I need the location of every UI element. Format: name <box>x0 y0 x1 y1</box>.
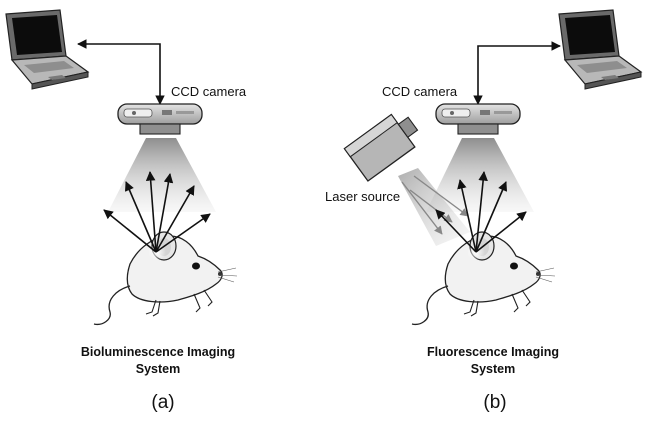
computer-camera-link-b <box>473 41 561 105</box>
panel-a <box>5 9 238 326</box>
ccd-camera-icon <box>435 103 521 135</box>
panel-a-sublabel: (a) <box>151 392 175 413</box>
laser-source-icon <box>343 113 419 182</box>
panel-b-sublabel: (b) <box>483 392 507 413</box>
ccd-camera-label: CCD camera <box>382 84 458 99</box>
laser-source-label: Laser source <box>325 189 401 204</box>
ccd-camera-label: CCD camera <box>171 84 247 99</box>
panel-b <box>343 9 642 326</box>
computer-camera-link-a <box>77 39 165 105</box>
light-cone-a <box>108 138 216 212</box>
ccd-camera-icon <box>117 103 203 135</box>
laptop-icon <box>5 9 89 90</box>
panel-a-title: Bioluminescence Imaging System <box>80 345 236 376</box>
emission-rays-b <box>435 171 527 253</box>
emission-rays-a <box>103 171 211 253</box>
laptop-icon <box>558 9 642 90</box>
panel-b-title: Fluorescence Imaging System <box>427 345 559 376</box>
